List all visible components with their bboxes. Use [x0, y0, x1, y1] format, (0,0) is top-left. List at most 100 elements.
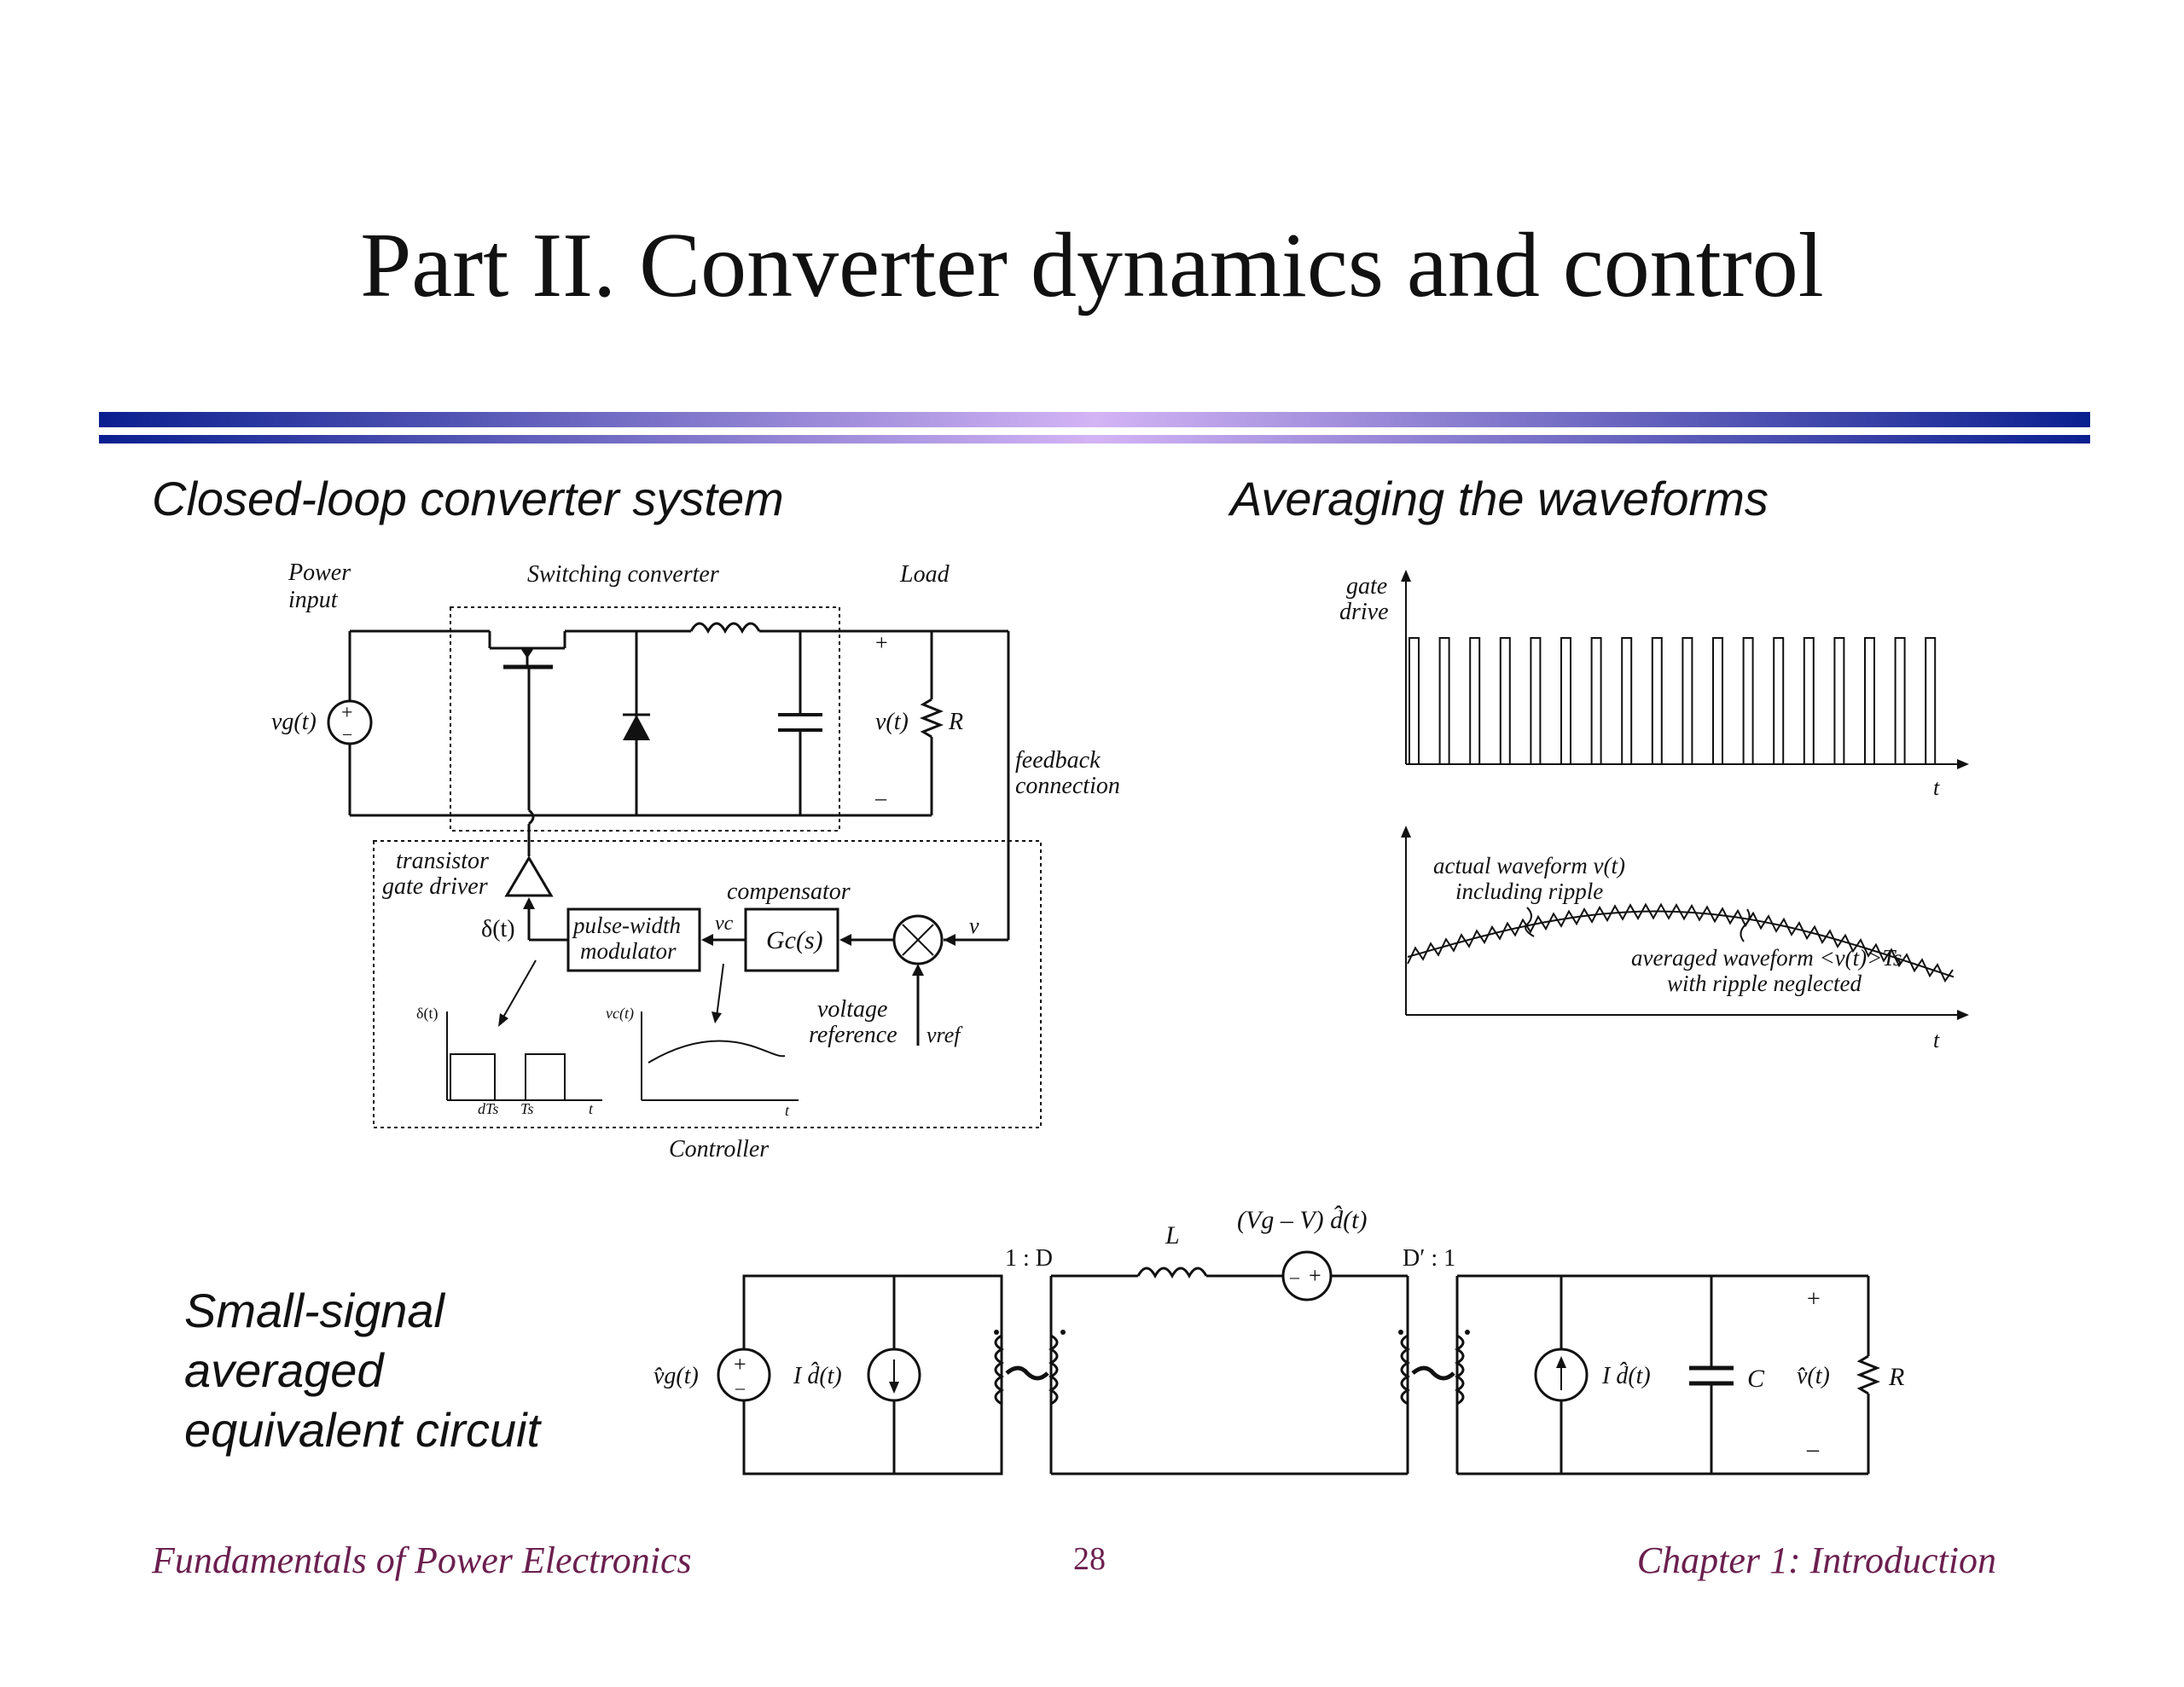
xfmr-right-primary — [1400, 1334, 1411, 1406]
slide-title: Part II. Converter dynamics and control — [360, 215, 1824, 316]
vg-hat-plus: + — [734, 1352, 746, 1377]
vc-plot-label: vc(t) — [606, 1005, 634, 1023]
gc-to-pwm-arrow — [701, 934, 713, 946]
v-hat-label: v̂(t) — [1797, 1363, 1830, 1389]
footer-right: Chapter 1: Introduction — [1636, 1539, 1996, 1581]
load-r-label: R — [948, 709, 963, 735]
actual-waveform-ripple — [1407, 902, 1954, 983]
gate-drive-xaxis-arrow — [1957, 759, 1969, 769]
small-signal-line-3: equivalent circuit — [184, 1403, 541, 1457]
waveform-yaxis-arrow — [1401, 826, 1411, 838]
load-plus: + — [875, 630, 888, 655]
feedback-label-1: feedback — [1015, 747, 1101, 774]
ratio-right-label: D′ : 1 — [1403, 1245, 1455, 1272]
delta-plot-label: δ(t) — [416, 1005, 438, 1023]
pwm-label-1: pulse-width — [572, 913, 681, 938]
v-hat-minus: – — [1806, 1436, 1820, 1463]
vc-label: vc — [715, 913, 734, 935]
feedback-arrow — [944, 934, 956, 946]
small-signal-inductor — [1136, 1267, 1208, 1279]
small-signal-resistor — [1856, 1354, 1881, 1395]
averaging-heading: Averaging the waveforms — [1230, 472, 1769, 525]
vg-hat-label: v̂g(t) — [653, 1363, 699, 1389]
gate-wire-crossover — [528, 809, 535, 826]
load-resistor — [919, 698, 944, 739]
diode-symbol — [623, 715, 650, 740]
vref-label-2: reference — [809, 1022, 897, 1048]
delta-label: δ(t) — [481, 916, 515, 942]
xfmr-left-dot-2 — [1060, 1330, 1066, 1335]
right-current-arrow-head — [1556, 1356, 1566, 1368]
gate-drive-label-1: gate — [1346, 573, 1387, 600]
xfmr-right-dot-1 — [1398, 1330, 1403, 1335]
power-input-label-1: Power — [288, 559, 351, 586]
vc-pointer — [716, 963, 724, 1017]
averaged-waveform-label-1: averaged waveform <v(t)>Ts — [1631, 945, 1902, 971]
vg-hat-minus: – — [735, 1377, 746, 1398]
vref-symbol: vref — [926, 1023, 963, 1047]
waveform-xaxis-arrow — [1957, 1010, 1969, 1020]
vg-label: vg(t) — [271, 709, 317, 735]
small-signal-heading: Small-signal averaged equivalent circuit — [184, 1281, 540, 1460]
vg-plus: + — [341, 702, 353, 724]
inductor-L-label: L — [1165, 1221, 1180, 1249]
summer-to-gc-arrow — [839, 934, 851, 946]
source-plus: + — [1309, 1263, 1321, 1288]
small-signal-line-2: averaged — [184, 1343, 384, 1397]
ratio-left-label: 1 : D — [1005, 1245, 1053, 1272]
gate-drive-label-2: drive — [1339, 599, 1389, 625]
closed-loop-heading: Closed-loop converter system — [152, 472, 784, 525]
pwm-to-driver-arrow — [523, 897, 535, 909]
gate-driver-triangle — [504, 855, 554, 897]
compensator-label: compensator — [727, 878, 851, 905]
controller-box — [373, 840, 1042, 1128]
gate-drive-yaxis-arrow — [1401, 570, 1411, 582]
switching-converter-box — [450, 606, 840, 832]
vc-t-label: t — [785, 1102, 790, 1119]
r-label: R — [1888, 1363, 1904, 1391]
waveform-t-label: t — [1933, 1028, 1940, 1052]
xfmr-left-primary — [994, 1334, 1005, 1406]
vref-label-1: voltage — [817, 996, 887, 1023]
xfmr-left-dot-1 — [994, 1330, 999, 1335]
source-expression: (Vg – V) d̂(t) — [1237, 1205, 1367, 1234]
power-input-label-2: input — [288, 587, 339, 613]
feedback-label-2: connection — [1015, 773, 1120, 799]
gate-driver-label-2: gate driver — [382, 873, 488, 900]
left-current-arrow-head — [889, 1382, 899, 1394]
header-bar-thin — [99, 435, 2090, 443]
delta-pointer-arrow — [498, 1013, 508, 1027]
vc-pointer-arrow — [712, 1012, 722, 1023]
averaged-waveform-label-2: with ripple neglected — [1667, 971, 1862, 996]
switching-converter-label: Switching converter — [527, 561, 719, 588]
footer-left: Fundamentals of Power Electronics — [152, 1539, 692, 1581]
load-minus: – — [874, 786, 887, 810]
xfmr-left-core — [1005, 1365, 1049, 1381]
gc-label: Gc(s) — [766, 926, 823, 954]
gate-drive-pulse-train — [1409, 637, 1939, 765]
controller-label: Controller — [669, 1136, 769, 1162]
xfmr-right-core — [1411, 1365, 1455, 1381]
header-bar-thick — [99, 412, 2090, 427]
source-minus: – — [1289, 1266, 1300, 1287]
v-hat-plus: + — [1807, 1286, 1821, 1313]
pwm-label-2: modulator — [580, 938, 677, 964]
mosfet-arrow — [520, 648, 534, 658]
actual-waveform-pointer — [1525, 907, 1535, 937]
delta-pointer — [501, 959, 537, 1021]
left-current-label: I d̂(t) — [793, 1362, 842, 1389]
load-label: Load — [899, 561, 950, 588]
gate-driver-label-1: transistor — [396, 848, 489, 874]
vg-minus: – — [342, 724, 352, 743]
inductor-symbol — [689, 622, 761, 635]
averaged-waveform-pointer — [1740, 908, 1751, 942]
actual-waveform-label-2: including ripple — [1455, 878, 1603, 904]
small-signal-line-1: Small-signal — [184, 1284, 444, 1337]
cap-c-label: C — [1747, 1365, 1765, 1393]
pwm-block — [566, 907, 701, 972]
ts-label: Ts — [520, 1100, 533, 1117]
